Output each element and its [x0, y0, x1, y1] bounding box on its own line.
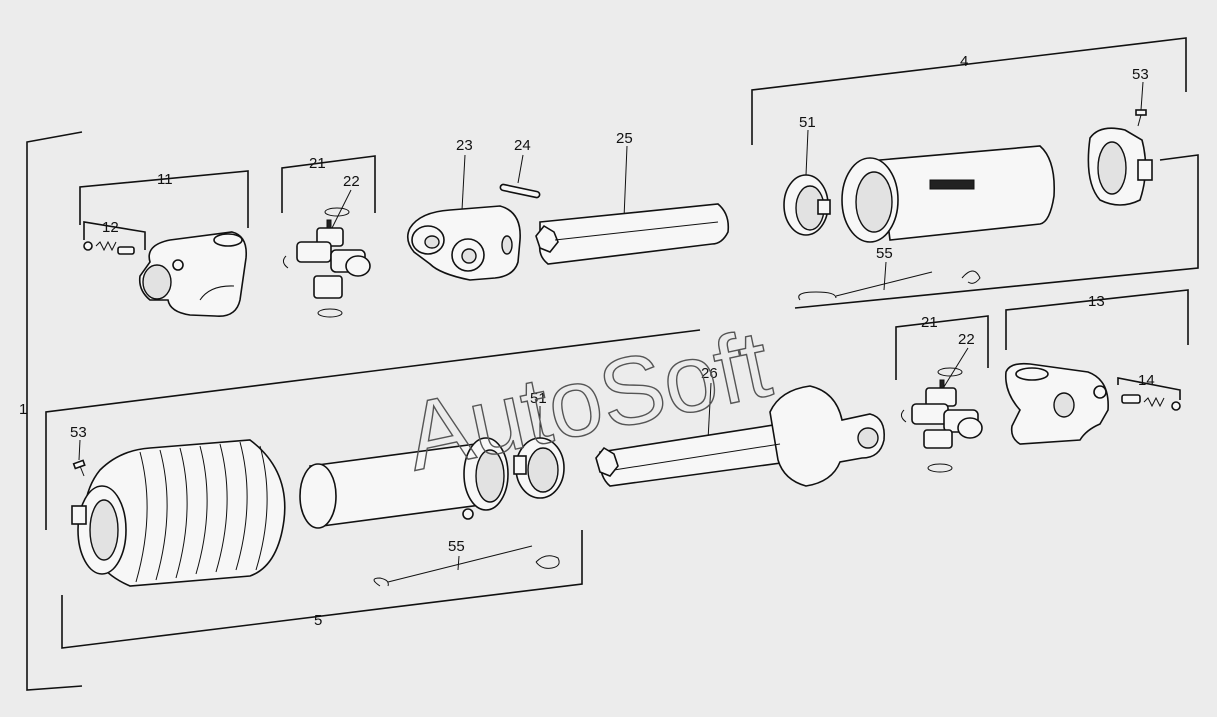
leader-lines	[78, 81, 1144, 571]
outer-tube-yoke-26	[595, 385, 886, 487]
callout-22-bottom: 22	[958, 331, 975, 348]
bracket-21-bottom	[895, 315, 989, 380]
callout-51-top: 51	[799, 114, 816, 131]
bracket-13	[1005, 289, 1189, 350]
callout-51-bottom: 51	[530, 390, 547, 407]
yoke-part-11	[138, 231, 248, 317]
profile-tube-25	[535, 203, 730, 265]
callout-55-top: 55	[876, 245, 893, 262]
pin-24	[499, 183, 541, 199]
bracket-4	[751, 37, 1199, 309]
callout-21-bottom: 21	[921, 314, 938, 331]
callout-12: 12	[102, 219, 119, 236]
bracket-5	[45, 329, 701, 649]
guard-ring-51-top	[783, 174, 831, 236]
bracket-1	[26, 131, 83, 691]
cross-journal-22-top	[282, 207, 371, 318]
callout-14: 14	[1138, 372, 1155, 389]
guard-tube-4	[841, 145, 1056, 243]
callout-21-top: 21	[309, 155, 326, 172]
double-yoke-23	[406, 205, 521, 281]
guard-ring-51-bottom	[513, 437, 565, 499]
screw-53-bottom	[72, 459, 86, 477]
pin-spring-12	[83, 240, 135, 255]
end-cap-top	[1087, 127, 1153, 206]
bracket-21-top	[281, 155, 376, 213]
yoke-part-13	[1004, 362, 1109, 445]
pin-spring-14	[1121, 394, 1181, 411]
callout-26: 26	[701, 365, 718, 382]
callout-55-bottom: 55	[448, 538, 465, 555]
screw-53-top	[1135, 109, 1147, 127]
callout-13: 13	[1088, 293, 1105, 310]
callout-53-top: 53	[1132, 66, 1149, 83]
bracket-11	[79, 170, 249, 228]
safety-chain-55-bottom	[373, 545, 560, 587]
bracket-14	[1117, 377, 1181, 400]
callout-22-top: 22	[343, 173, 360, 190]
callout-1: 1	[19, 401, 27, 418]
callout-5: 5	[314, 612, 322, 629]
callout-24: 24	[514, 137, 531, 154]
bellows-cone-5	[71, 439, 286, 587]
callout-25: 25	[616, 130, 633, 147]
cross-journal-22-bottom	[900, 367, 983, 473]
callout-11: 11	[157, 171, 173, 188]
bracket-12	[83, 221, 146, 250]
callout-4: 4	[960, 53, 968, 70]
callout-53-bottom: 53	[70, 424, 87, 441]
callout-labels: 1 4 5 11 12 13 14 21 21 22 22 23 24 25 2…	[19, 53, 1155, 629]
guard-tube-5	[299, 437, 509, 529]
safety-chain-55-top	[798, 270, 981, 301]
callout-23: 23	[456, 137, 473, 154]
